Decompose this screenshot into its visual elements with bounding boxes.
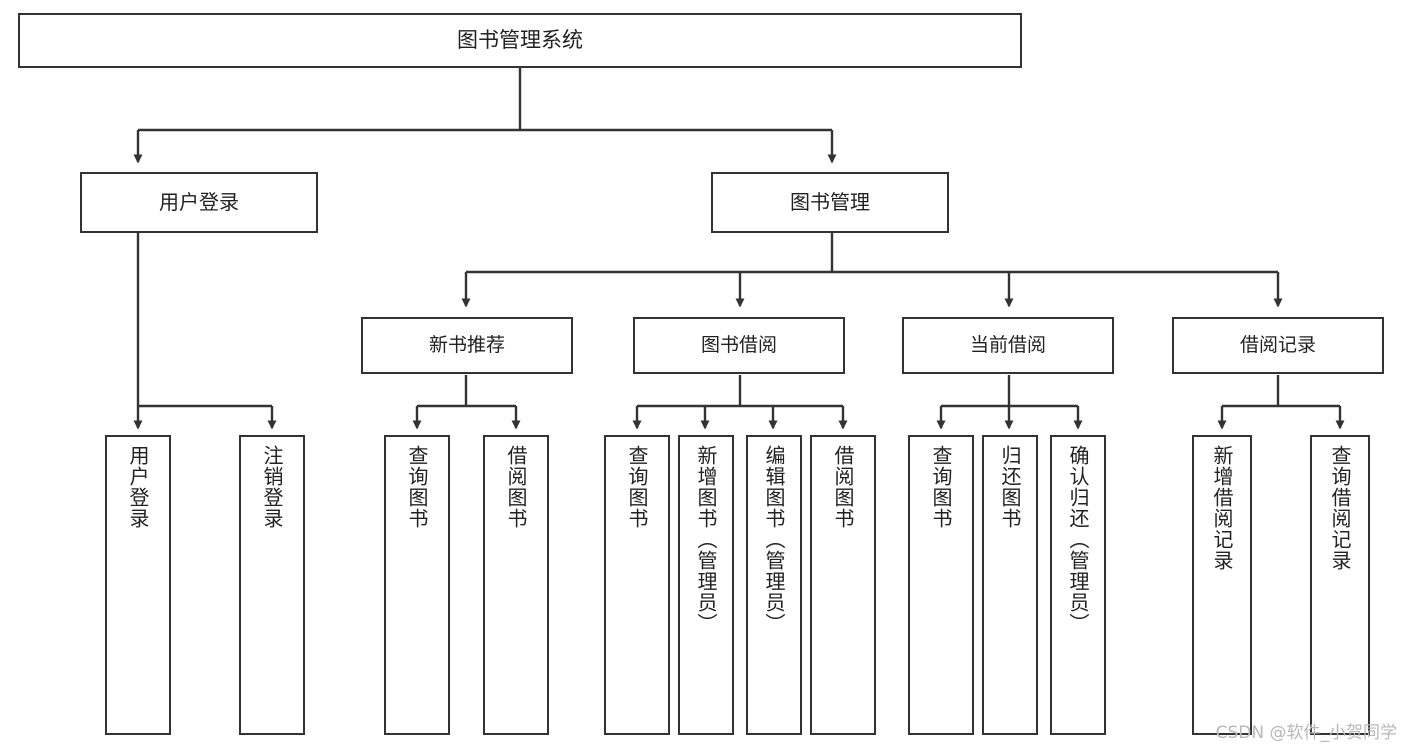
node-leaf-query-book-1[interactable]: 查询图书	[384, 435, 450, 735]
node-label: 查询图书	[625, 445, 649, 529]
node-leaf-query-record[interactable]: 查询借阅记录	[1310, 435, 1370, 735]
node-leaf-edit-book[interactable]: 编辑图书（管理员）	[746, 435, 802, 735]
node-label: 新增图书（管理员）	[694, 445, 718, 634]
node-label: 新增借阅记录	[1210, 445, 1234, 571]
node-label: 用户登录	[126, 445, 150, 529]
node-label: 编辑图书（管理员）	[762, 445, 786, 634]
node-leaf-add-book[interactable]: 新增图书（管理员）	[678, 435, 734, 735]
node-leaf-query-book-2[interactable]: 查询图书	[604, 435, 670, 735]
node-label: 图书借阅	[700, 334, 777, 357]
node-label: 新书推荐	[428, 334, 505, 357]
node-label: 图书管理	[790, 189, 870, 214]
node-leaf-logout-login[interactable]: 注销登录	[239, 435, 305, 735]
node-book-borrow[interactable]: 图书借阅	[633, 317, 845, 374]
node-label: 注销登录	[260, 445, 284, 529]
node-label: 查询图书	[405, 445, 429, 529]
node-borrow-record[interactable]: 借阅记录	[1172, 317, 1384, 374]
node-current-borrow[interactable]: 当前借阅	[902, 317, 1114, 374]
node-label: 借阅图书	[831, 445, 855, 529]
node-leaf-borrow-book-1[interactable]: 借阅图书	[483, 435, 549, 735]
node-leaf-confirm-return[interactable]: 确认归还（管理员）	[1050, 435, 1106, 735]
node-label: 图书管理系统	[457, 28, 583, 53]
node-leaf-query-book-3[interactable]: 查询图书	[908, 435, 974, 735]
node-root-book-management-system[interactable]: 图书管理系统	[18, 13, 1022, 68]
node-label: 确认归还（管理员）	[1066, 445, 1090, 634]
node-leaf-user-login[interactable]: 用户登录	[105, 435, 171, 735]
node-label: 查询借阅记录	[1328, 445, 1352, 571]
node-leaf-borrow-book-2[interactable]: 借阅图书	[810, 435, 876, 735]
node-leaf-add-record[interactable]: 新增借阅记录	[1192, 435, 1252, 735]
node-book-management[interactable]: 图书管理	[711, 172, 949, 233]
node-label: 归还图书	[998, 445, 1022, 529]
node-label: 借阅记录	[1239, 334, 1316, 357]
node-label: 借阅图书	[504, 445, 528, 529]
node-label: 用户登录	[159, 189, 239, 214]
node-user-login[interactable]: 用户登录	[80, 172, 318, 233]
node-new-book-recommend[interactable]: 新书推荐	[361, 317, 573, 374]
node-leaf-return-book[interactable]: 归还图书	[982, 435, 1038, 735]
csdn-watermark: CSDN @软件_小贺同学	[1215, 723, 1397, 743]
node-label: 当前借阅	[969, 334, 1046, 357]
node-label: 查询图书	[929, 445, 953, 529]
